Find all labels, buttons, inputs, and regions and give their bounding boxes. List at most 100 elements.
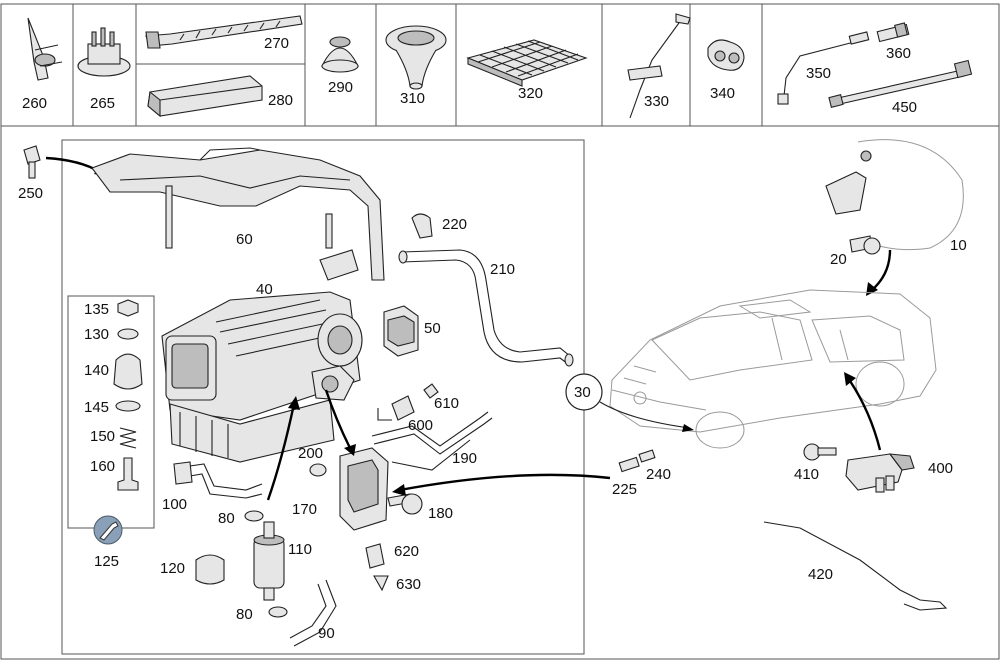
- part-110-filter-drawing: [253, 521, 285, 601]
- part-340-clip-drawing: [707, 39, 745, 71]
- part-240-fitting-drawing: [638, 449, 656, 463]
- label-110: 110: [288, 541, 312, 558]
- callout-30-circle: [565, 373, 603, 411]
- part-80-clamp-upper-drawing: [244, 510, 264, 522]
- label-100: 100: [162, 496, 187, 513]
- part-180-screw-drawing: [387, 493, 423, 515]
- part-350-line-drawing: [777, 31, 870, 105]
- label-200: 200: [298, 445, 323, 462]
- part-330-wire-drawing: [627, 13, 691, 119]
- label-190: 190: [452, 450, 477, 467]
- part-620-connector-drawing: [365, 543, 385, 569]
- part-125-tool-icon: [93, 515, 123, 545]
- label-400: 400: [928, 460, 953, 477]
- main-assembly: 250 60 220 210 40 50 135 130 140 145 150…: [18, 145, 574, 647]
- label-130: 130: [84, 326, 109, 343]
- arrow-to-car-rear: [871, 249, 892, 291]
- part-100-line-drawing: [173, 461, 263, 499]
- label-125: 125: [94, 553, 119, 570]
- label-240: 240: [646, 466, 671, 483]
- part-600-pipe-drawing: [377, 395, 415, 421]
- part-280-seal-drawing: [147, 75, 263, 118]
- part-135-nut: [117, 299, 139, 317]
- part-265-connector-drawing: [77, 27, 131, 77]
- label-150: 150: [90, 428, 115, 445]
- label-80-upper: 80: [218, 510, 235, 527]
- mount-kit-frame: [67, 295, 155, 529]
- part-50-relay-drawing: [383, 305, 419, 357]
- part-450-hose-drawing: [828, 59, 973, 108]
- label-40: 40: [256, 281, 273, 298]
- label-260: 260: [22, 95, 47, 112]
- label-620: 620: [394, 543, 419, 560]
- callout-30-leader: [599, 401, 691, 429]
- label-330: 330: [644, 93, 669, 110]
- label-265: 265: [90, 95, 115, 112]
- part-150-spring: [119, 427, 137, 449]
- label-450: 450: [892, 99, 917, 116]
- part-250-bolt-drawing: [23, 145, 41, 179]
- part-630-grommet-drawing: [373, 575, 389, 592]
- part-190-line-drawing: [371, 411, 493, 471]
- part-145-washer: [115, 400, 141, 412]
- part-90-hose-drawing: [289, 579, 337, 647]
- label-180: 180: [428, 505, 453, 522]
- part-120-damper-drawing: [195, 554, 225, 585]
- part-400-valve-drawing: [845, 453, 915, 493]
- label-120: 120: [160, 560, 185, 577]
- label-410: 410: [794, 466, 819, 483]
- label-250: 250: [18, 185, 43, 202]
- label-20: 20: [830, 251, 847, 268]
- arrow-to-valve-block: [399, 473, 611, 492]
- part-220-clamp-drawing: [411, 213, 433, 239]
- label-50: 50: [424, 320, 441, 337]
- part-290-grommet-drawing: [321, 36, 359, 73]
- part-60-bracket-drawing: [91, 147, 385, 281]
- label-225: 225: [612, 481, 637, 498]
- part-270-strap-drawing: [145, 15, 303, 49]
- vehicle-section: 10 20 30 240 225 410 400 420: [392, 139, 967, 611]
- part-80-clamp-lower-drawing: [268, 606, 288, 618]
- top-parts-row: 260 265 270 280 290 310 320 330 340 350 …: [0, 3, 1000, 127]
- label-320: 320: [518, 85, 543, 102]
- label-140: 140: [84, 362, 109, 379]
- part-420-cable-drawing: [763, 521, 948, 611]
- label-420: 420: [808, 566, 833, 583]
- label-290: 290: [328, 79, 353, 96]
- part-140-rubber-mount: [113, 353, 143, 390]
- part-130-washer: [117, 328, 139, 340]
- label-350: 350: [806, 65, 831, 82]
- label-160: 160: [90, 458, 115, 475]
- part-610-fitting-drawing: [423, 383, 439, 399]
- label-30: 30: [574, 384, 591, 401]
- part-360-fitting-drawing: [876, 22, 910, 43]
- part-225-fitting-drawing: [618, 456, 640, 473]
- label-60: 60: [236, 231, 253, 248]
- arrow-to-car-rear-axle: [847, 377, 882, 451]
- label-360: 360: [886, 45, 911, 62]
- part-200-cap-drawing: [309, 463, 327, 477]
- label-170: 170: [292, 501, 317, 518]
- arrow-to-valve: [324, 389, 352, 449]
- part-40-compressor-drawing: [161, 291, 363, 463]
- label-10: 10: [950, 237, 967, 254]
- label-270: 270: [264, 35, 289, 52]
- part-410-bolt-drawing: [803, 443, 837, 461]
- label-80-lower: 80: [236, 606, 253, 623]
- mount-kit-drawing: [113, 299, 143, 491]
- station-wagon-outline: [609, 289, 937, 449]
- label-280: 280: [268, 92, 293, 109]
- label-220: 220: [442, 216, 467, 233]
- part-210-hose-drawing: [398, 249, 574, 367]
- part-260-clip-drawing: [27, 17, 63, 81]
- lower-frame: [0, 125, 1000, 660]
- part-20-bolt-drawing: [849, 235, 881, 255]
- label-210: 210: [490, 261, 515, 278]
- part-160-pin: [117, 457, 139, 491]
- label-610: 610: [434, 395, 459, 412]
- part-10-reservoir-drawing: [825, 139, 964, 251]
- label-340: 340: [710, 85, 735, 102]
- arrow-250: [45, 156, 101, 174]
- part-170-valve-block-drawing: [339, 447, 389, 531]
